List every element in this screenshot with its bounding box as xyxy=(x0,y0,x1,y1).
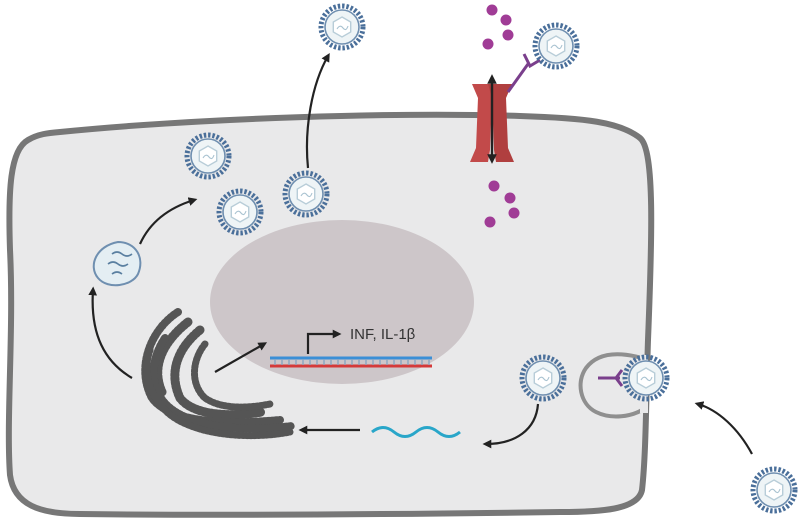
receptor xyxy=(598,369,624,387)
er-to-vesicle-arrow xyxy=(88,286,133,379)
replication-vesicle xyxy=(92,240,142,287)
nucleus xyxy=(210,220,474,384)
mrna-strand xyxy=(371,426,461,438)
virus-particle xyxy=(321,6,363,48)
release-arrow xyxy=(305,52,330,169)
entry-arrow xyxy=(694,401,753,455)
ion-particles xyxy=(482,4,520,228)
gene-label: INF, IL-1β xyxy=(350,326,416,343)
vesicle-to-assembly-arrow xyxy=(138,197,198,245)
er-to-dna-arrow xyxy=(214,342,268,373)
dna-strand xyxy=(270,356,432,368)
transcription-start-arrow xyxy=(306,329,342,354)
endoplasmic-reticulum xyxy=(141,308,296,440)
receptor xyxy=(506,53,541,93)
uncoating-arrow xyxy=(482,403,540,449)
virus-particle xyxy=(625,357,667,399)
virus-particle xyxy=(535,25,577,67)
virus-particle xyxy=(753,469,795,511)
